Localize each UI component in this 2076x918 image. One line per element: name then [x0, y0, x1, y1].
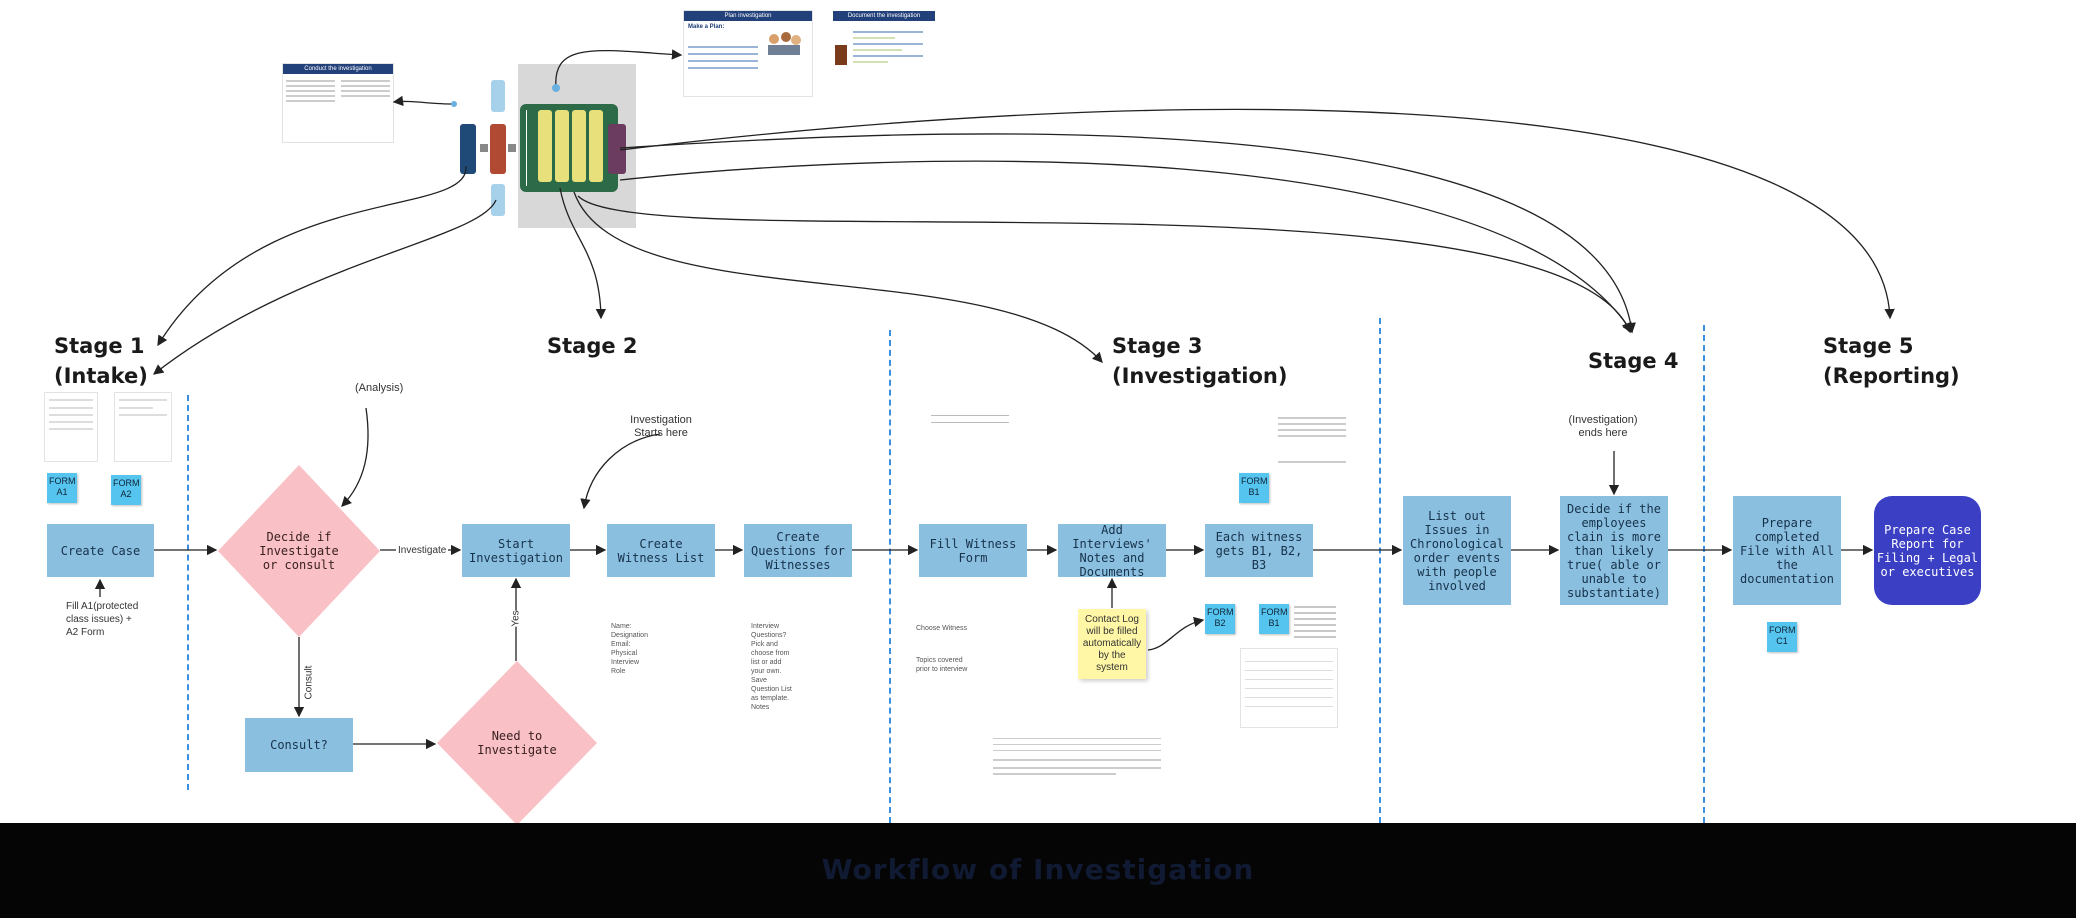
arrow	[1147, 616, 1205, 651]
footer-title: Workflow of Investigation	[821, 853, 1255, 886]
plan-thumbnail-heading: Make a Plan:	[688, 24, 725, 30]
form-a1-badge[interactable]: FORM A1	[47, 473, 77, 503]
stage-1-title: Stage 1 (Intake)	[54, 331, 148, 391]
conduct-thumbnail-title: Conduct the investigation	[283, 64, 393, 74]
analysis-tab[interactable]	[490, 124, 506, 174]
prepare-file-node[interactable]: Prepare completed File with All the docu…	[1733, 496, 1841, 605]
decide-diamond[interactable]: Decide if Investigate or consult	[218, 465, 380, 637]
list-issues-node[interactable]: List out Issues in Chronological order e…	[1403, 496, 1511, 605]
fill-witness-form-node[interactable]: Fill Witness Form	[919, 524, 1027, 577]
arrow	[341, 407, 369, 507]
fill-a1-annotation: Fill A1(protected class issues) + A2 For…	[66, 601, 139, 638]
need-to-investigate-diamond[interactable]: Need to Investigate	[437, 661, 597, 823]
investigation-tab-cluster[interactable]	[518, 64, 636, 228]
create-witness-list-node[interactable]: Create Witness List	[607, 524, 715, 577]
need-diamond-shape	[437, 661, 597, 823]
witness-fields-annotation: Name: Designation Email: Physical Interv…	[611, 623, 648, 675]
arrow	[559, 187, 607, 320]
form-b1-preview[interactable]	[1275, 412, 1349, 504]
start-investigation-node[interactable]: Start Investigation	[462, 524, 570, 577]
decide-diamond-label: Decide if Investigate or consult	[259, 530, 339, 572]
arrow	[619, 108, 1895, 320]
stage-divider	[889, 330, 891, 823]
investigate-edge-label: Investigate	[396, 544, 449, 557]
tab-connector	[508, 144, 516, 152]
plan-thumbnail-title: Plan investigation	[684, 11, 812, 21]
stage-1-subtitle: (Intake)	[54, 364, 148, 388]
arrow	[619, 160, 1633, 334]
stage-divider	[1703, 325, 1705, 823]
form-a2-badge[interactable]: FORM A2	[111, 475, 141, 505]
create-questions-node[interactable]: Create Questions for Witnesses	[744, 524, 852, 577]
form-b2-preview[interactable]	[1240, 648, 1338, 728]
create-case-node[interactable]: Create Case	[47, 524, 154, 577]
each-witness-node[interactable]: Each witness gets B1, B2, B3	[1205, 524, 1313, 577]
choose-witness-annotation: Choose Witness	[916, 625, 967, 632]
stage-3-title: Stage 3 (Investigation)	[1112, 331, 1287, 391]
book-icon	[835, 45, 847, 65]
investigation-starts-annotation: Investigation Starts here	[630, 414, 692, 439]
form-b2-badge[interactable]: FORM B2	[1205, 604, 1235, 634]
investigation-ends-annotation: (Investigation) ends here	[1568, 414, 1638, 439]
sub-tab[interactable]	[589, 110, 603, 182]
stage-4-title: Stage 4	[1588, 349, 1679, 373]
sub-tab[interactable]	[538, 110, 552, 182]
stage-5-title: Stage 5 (Reporting)	[1823, 331, 1960, 391]
contact-log-thumbnail[interactable]	[988, 728, 1166, 806]
form-c1-badge[interactable]: FORM C1	[1767, 622, 1797, 652]
sub-tab[interactable]	[555, 110, 569, 182]
form-b1-badge-top[interactable]: FORM B1	[1239, 473, 1269, 503]
arrow	[580, 433, 661, 510]
consult-node[interactable]: Consult?	[245, 718, 353, 772]
document-investigation-thumbnail[interactable]: Document the investigation	[832, 10, 936, 94]
arrow	[152, 199, 497, 375]
form-a1-thumbnail[interactable]	[44, 392, 98, 462]
people-illustration	[764, 29, 804, 59]
form-b1-lines	[1294, 602, 1336, 638]
connector-layer	[94, 49, 1895, 750]
decide-claim-node[interactable]: Decide if the employees clain is more th…	[1560, 496, 1668, 605]
stage-5-subtitle: (Reporting)	[1823, 364, 1960, 388]
stage-divider	[187, 395, 189, 790]
yes-edge-label: Yes	[509, 610, 523, 627]
arrow	[577, 195, 1632, 334]
arrow	[555, 49, 683, 89]
tab-connector	[480, 144, 488, 152]
top-tab[interactable]	[491, 80, 505, 112]
form-a2-thumbnail[interactable]	[114, 392, 172, 462]
interview-questions-annotation: Interview Questions? Pick and choose fro…	[751, 623, 792, 711]
document-thumbnail-title: Document the investigation	[833, 11, 935, 21]
witness-form-thumbnail[interactable]	[928, 408, 1012, 442]
arrow	[619, 133, 1636, 334]
form-b1-badge[interactable]: FORM B1	[1259, 604, 1289, 634]
need-diamond-label: Need to Investigate	[477, 729, 557, 757]
stage-3-subtitle: (Investigation)	[1112, 364, 1288, 388]
conduct-investigation-thumbnail[interactable]: Conduct the investigation	[282, 63, 394, 143]
report-tab[interactable]	[608, 124, 626, 174]
whiteboard-canvas[interactable]: Conduct the investigation Plan investiga…	[0, 0, 2076, 823]
analysis-annotation: (Analysis)	[355, 382, 404, 394]
arrow	[157, 165, 467, 347]
stage-divider	[1379, 318, 1381, 823]
contact-log-sticky[interactable]: Contact Log will be filled automatically…	[1078, 609, 1146, 679]
presentation-footer: Workflow of Investigation	[0, 823, 2076, 918]
prepare-report-node[interactable]: Prepare Case Report for Filing + Legal o…	[1874, 496, 1981, 605]
arrow	[573, 191, 1103, 363]
investigation-tab-group[interactable]	[520, 104, 618, 192]
add-interviews-node[interactable]: Add Interviews' Notes and Documents	[1058, 523, 1166, 579]
bottom-tab[interactable]	[491, 184, 505, 216]
sub-tab[interactable]	[572, 110, 586, 182]
consult-edge-label: Consult	[302, 665, 316, 700]
plan-investigation-thumbnail[interactable]: Plan investigation Make a Plan:	[683, 10, 813, 97]
arrow	[392, 95, 453, 107]
stage-2-title: Stage 2	[547, 334, 638, 358]
stage-1-label: Stage 1	[54, 334, 145, 358]
stage-5-label: Stage 5	[1823, 334, 1914, 358]
intake-tab[interactable]	[460, 124, 476, 174]
decide-diamond-shape	[218, 465, 380, 637]
intake-tab-cluster[interactable]	[460, 80, 520, 220]
stage-3-label: Stage 3	[1112, 334, 1203, 358]
topics-annotation: Topics covered prior to interview	[916, 657, 968, 673]
